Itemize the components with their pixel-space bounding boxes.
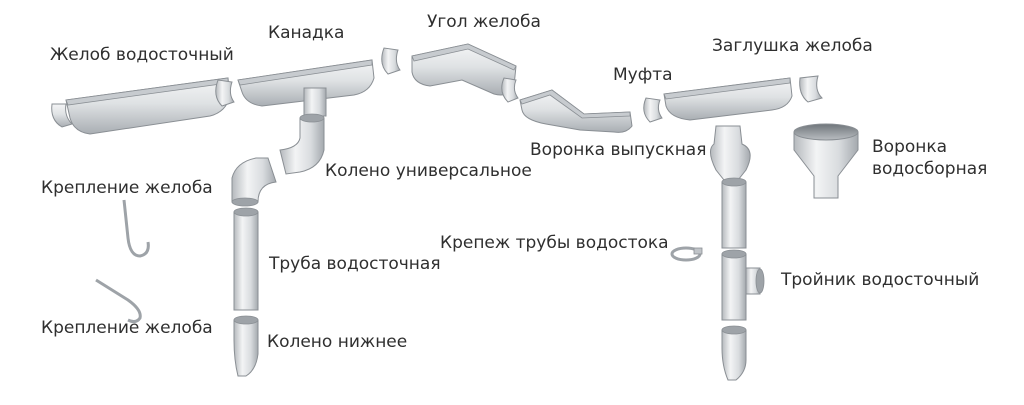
label-tee: Тройник водосточный xyxy=(781,270,980,290)
tee-fitting xyxy=(721,249,765,321)
label-gutter-angle: Угол желоба xyxy=(427,12,541,32)
label-collector-funnel: Воронка водосборная xyxy=(872,136,987,180)
label-universal-elbow: Колено универсальное xyxy=(325,161,532,181)
down-pipe-left xyxy=(233,207,259,311)
label-lower-elbow: Колено нижнее xyxy=(267,332,408,352)
universal-elbow xyxy=(279,113,325,175)
upper-elbow xyxy=(231,157,277,207)
collector-funnel xyxy=(793,123,859,199)
gutter-connector-left xyxy=(215,79,235,107)
label-gutter-bracket-bottom: Крепление желоба xyxy=(41,318,213,338)
gutter-angle xyxy=(411,43,517,96)
gutter-connector-after-angle xyxy=(501,77,519,103)
lower-elbow-left xyxy=(233,315,259,377)
kanadka-gutter xyxy=(237,59,375,117)
label-collector-funnel-line1: Воронка xyxy=(872,137,948,157)
label-down-pipe: Труба водосточная xyxy=(269,254,441,274)
gutter-connector-angle xyxy=(381,47,401,75)
outlet-funnel xyxy=(710,125,751,181)
gutter-bracket-top-icon xyxy=(122,199,150,258)
label-collector-funnel-line2: водосборная xyxy=(872,159,988,179)
label-pipe-clamp: Крепеж трубы водостока xyxy=(440,233,669,253)
label-kanadka: Канадка xyxy=(268,23,345,43)
gutter-end-cap-left xyxy=(51,103,73,128)
gutter-bracket-bottom-icon xyxy=(95,278,142,324)
gutter-right xyxy=(663,77,793,121)
label-gutter-cap: Заглушка желоба xyxy=(712,36,873,56)
mufta-connector xyxy=(643,97,663,123)
label-gutter-bracket-top: Крепление желоба xyxy=(41,178,213,198)
gutter-cap-right xyxy=(799,75,823,103)
label-mufta: Муфта xyxy=(613,65,673,85)
pipe-clamp-icon xyxy=(670,246,703,262)
down-pipe-right xyxy=(721,177,747,249)
label-gutter-water: Желоб водосточный xyxy=(50,45,234,65)
gutter-inner-angle xyxy=(519,89,633,133)
lower-elbow-right xyxy=(721,325,747,381)
gutter-left xyxy=(65,77,231,135)
label-outlet-funnel: Воронка выпускная xyxy=(530,140,707,160)
